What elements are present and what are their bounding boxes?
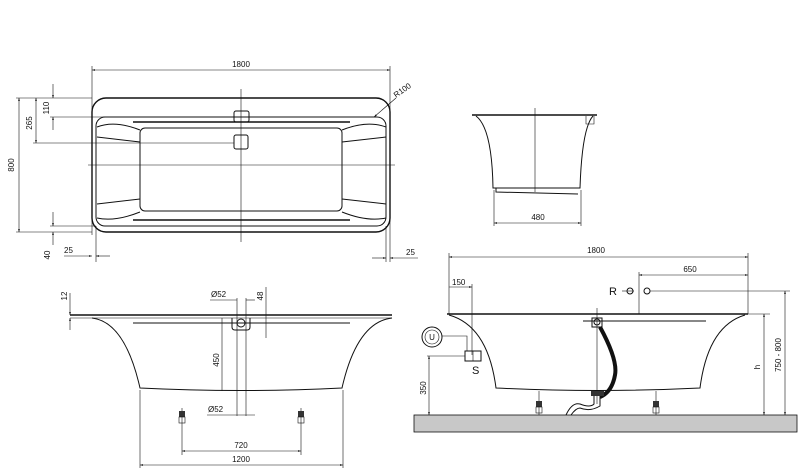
faucet-connection-icon <box>643 287 651 295</box>
dim-12: 12 <box>60 291 69 300</box>
label-h: h <box>753 365 762 369</box>
drain-icon <box>233 134 249 150</box>
dim-height-range: 750 - 800 <box>774 338 783 372</box>
top-view: 1800 R100 800 265 110 40 25 25 <box>7 60 418 262</box>
dim-length: 1800 <box>232 60 250 69</box>
dim-48: 48 <box>256 291 265 300</box>
dim-overflow-dia: Ø52 <box>211 290 227 299</box>
foot-right <box>652 391 660 415</box>
dim-bottom-width: 480 <box>531 213 545 222</box>
label-u: U <box>429 333 435 342</box>
dim-350: 350 <box>419 381 428 395</box>
dim-width: 800 <box>7 158 16 172</box>
label-r: R <box>609 286 617 298</box>
foot-left <box>178 408 186 455</box>
overflow-icon <box>233 110 250 123</box>
drain-icon <box>591 391 604 396</box>
dim-450: 450 <box>212 353 221 367</box>
drain-hose <box>598 326 618 399</box>
dim-25-right: 25 <box>406 248 415 257</box>
dim-drain-dia: Ø52 <box>208 405 224 414</box>
dim-40: 40 <box>43 250 52 259</box>
floor <box>413 414 798 433</box>
dim-radius: R100 <box>392 81 413 100</box>
foot-left <box>535 391 543 415</box>
dim-base-length: 1200 <box>232 455 250 464</box>
dim-install-length: 1800 <box>587 246 605 255</box>
foot-right <box>297 408 305 455</box>
supply-pipe-icon <box>421 326 443 348</box>
dim-650: 650 <box>683 265 697 274</box>
dim-25-left: 25 <box>64 246 73 255</box>
dim-150: 150 <box>452 278 466 287</box>
dim-265: 265 <box>25 116 34 130</box>
dim-feet-spacing: 720 <box>234 441 248 450</box>
end-view: 480 <box>472 108 597 226</box>
label-s: S <box>472 365 479 377</box>
dim-110: 110 <box>42 101 51 114</box>
installation-view: 1800 650 150 R U S 350 h 750 - 800 <box>413 246 798 433</box>
front-view: 12 Ø52 48 450 Ø52 720 1200 <box>60 287 393 468</box>
